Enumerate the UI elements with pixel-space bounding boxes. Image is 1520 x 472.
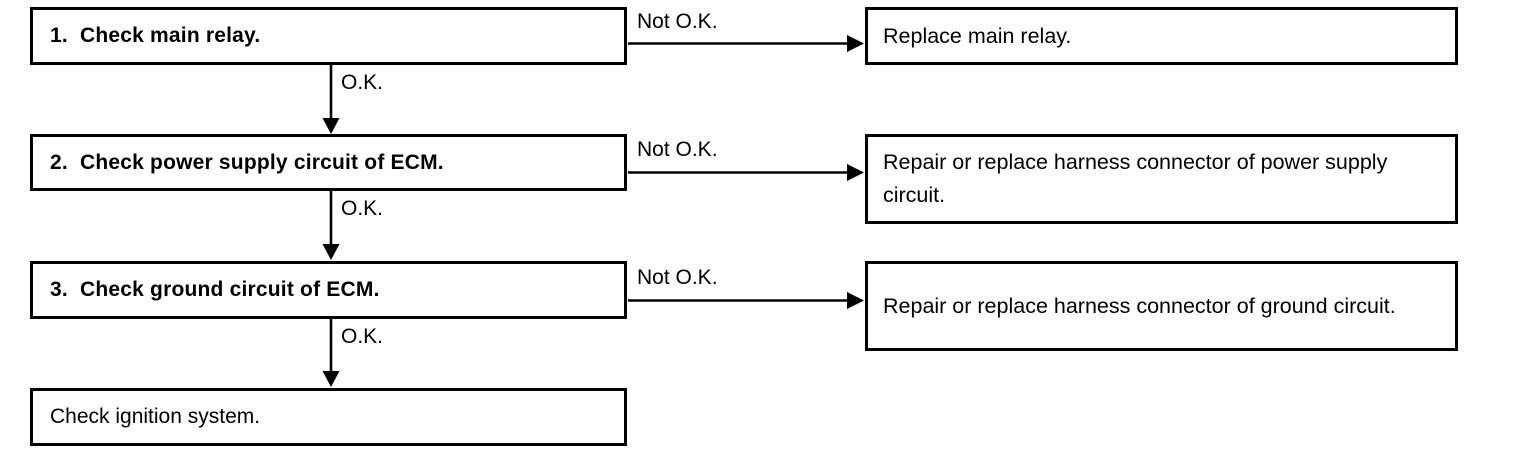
action-box-repair-power-supply-harness: Repair or replace harness connector of p…	[865, 134, 1458, 224]
ok-label-1: O.K.	[341, 71, 384, 94]
ok-arrow-down-1	[322, 64, 340, 134]
step-box-check-power-supply-circuit: 2. Check power supply circuit of ECM.	[30, 134, 627, 191]
action-box-repair-ground-harness: Repair or replace harness connector of g…	[865, 261, 1458, 351]
not-ok-label-3: Not O.K.	[637, 266, 718, 289]
step-box-check-ground-circuit: 3. Check ground circuit of ECM.	[30, 261, 627, 319]
not-ok-label-1: Not O.K.	[637, 10, 718, 33]
action-box-replace-main-relay: Replace main relay.	[865, 7, 1458, 65]
action-box-label: Repair or replace harness connector of p…	[883, 150, 1388, 207]
ok-label-3: O.K.	[341, 325, 384, 348]
ok-arrow-down-3	[322, 318, 340, 387]
action-box-label: Replace main relay.	[883, 23, 1072, 48]
step-box-check-ignition-system: Check ignition system.	[30, 388, 627, 446]
not-ok-arrow-right-3	[628, 292, 864, 309]
not-ok-label-2: Not O.K.	[637, 138, 718, 161]
step-box-label: Check ignition system.	[50, 405, 261, 428]
not-ok-arrow-right-2	[628, 164, 864, 181]
step-box-label: 1. Check main relay.	[50, 24, 261, 47]
ok-label-2: O.K.	[341, 197, 384, 220]
not-ok-arrow-right-1	[628, 35, 864, 52]
step-box-label: 3. Check ground circuit of ECM.	[50, 278, 380, 301]
ok-arrow-down-2	[322, 191, 340, 260]
action-box-label: Repair or replace harness connector of g…	[883, 293, 1396, 318]
step-box-check-main-relay: 1. Check main relay.	[30, 7, 627, 65]
step-box-label: 2. Check power supply circuit of ECM.	[50, 150, 444, 174]
